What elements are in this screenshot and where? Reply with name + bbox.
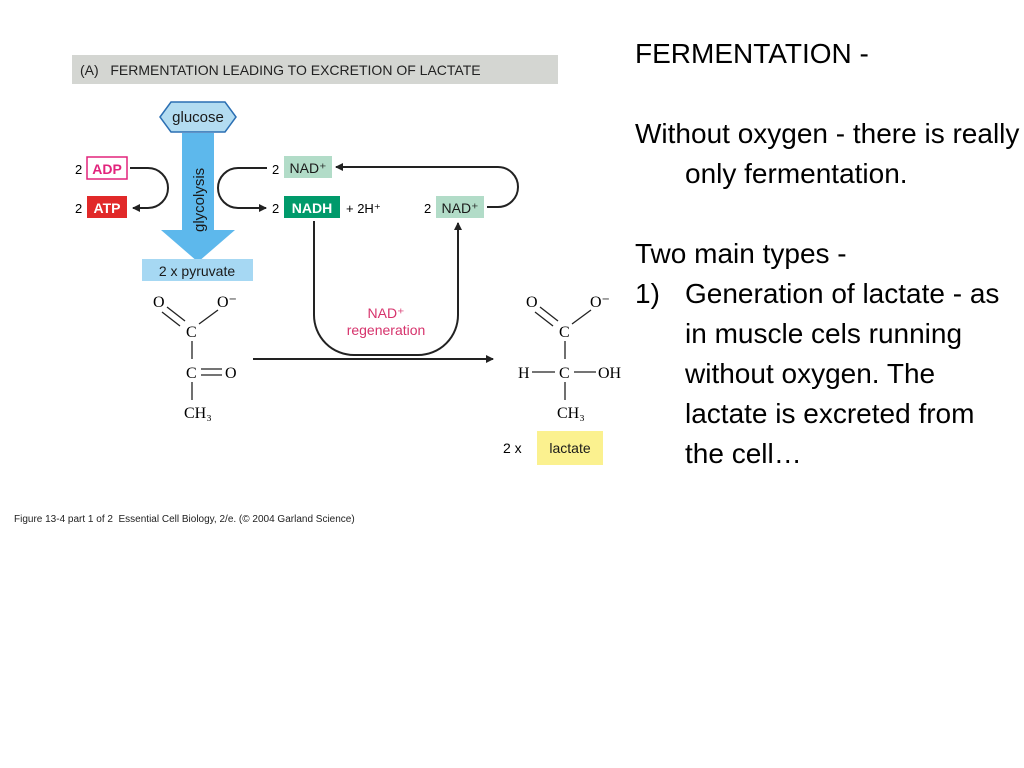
lactate-c2: C [559, 365, 570, 382]
nad-top-count: 2 [272, 162, 279, 177]
lactate-h: H [518, 365, 530, 382]
lactate-structure: O O⁻ C H C OH CH₃ [518, 294, 622, 422]
regeneration-line1: NAD⁺ [368, 305, 405, 321]
nad-return-arrow [335, 163, 519, 208]
lactate-label: lactate [549, 440, 590, 456]
pyruvate-box [142, 259, 253, 281]
slide-heading: FERMENTATION - [635, 38, 869, 69]
atp-box [87, 196, 127, 218]
figure-caption: Figure 13-4 part 1 of 2 Essential Cell B… [14, 514, 355, 525]
adp-label: ADP [92, 161, 122, 177]
pyruvate-c2: C [186, 365, 197, 382]
pyruvate-structure: O O⁻ C C O CH₃ [153, 294, 237, 422]
glucose-hexagon [159, 101, 237, 133]
nad-right-label: NAD⁺ [442, 200, 479, 216]
panel-title: (A) FERMENTATION LEADING TO EXCRETION OF… [80, 62, 481, 78]
nadh-extra: + 2H⁺ [346, 201, 381, 216]
lactate-o-minus: O⁻ [590, 294, 610, 311]
nadh-box [284, 196, 340, 218]
list-item-number: 1) [635, 278, 660, 309]
lactate-count: 2 x [503, 440, 522, 456]
list-item-text: Generation of lactate - as in muscle cel… [685, 278, 1000, 469]
nadh-label: NADH [292, 200, 332, 216]
atp-label: ATP [94, 200, 121, 216]
lactate-o-left: O [526, 294, 538, 311]
nad-top-label: NAD⁺ [290, 160, 327, 176]
types-intro: Two main types - [635, 238, 847, 269]
pyruvate-o-double: O [225, 365, 237, 382]
text-panel: FERMENTATION - Without oxygen - there is… [635, 34, 1020, 474]
fermentation-diagram: (A) FERMENTATION LEADING TO EXCRETION OF… [14, 55, 622, 525]
glycolysis-label: glycolysis [191, 168, 208, 232]
pyruvate-o-minus: O⁻ [217, 294, 237, 311]
pyruvate-c1: C [186, 324, 197, 341]
glucose-label: glucose [172, 109, 224, 126]
pyruvate-label: 2 x pyruvate [159, 263, 235, 279]
regeneration-arrow [313, 221, 462, 356]
nadh-loop-arrow [217, 167, 267, 212]
nad-top-box [284, 156, 332, 178]
adp-count: 2 [75, 162, 82, 177]
regeneration-line2: regeneration [347, 322, 426, 338]
lactate-oh: OH [598, 365, 622, 382]
lactate-box [537, 431, 603, 465]
nad-right-box [436, 196, 484, 218]
atp-count: 2 [75, 201, 82, 216]
pyruvate-ch3: CH₃ [184, 405, 212, 422]
atp-loop-arrow [130, 167, 169, 212]
adp-box [86, 156, 128, 180]
nad-right-count: 2 [424, 201, 431, 216]
panel-title-banner [72, 55, 558, 84]
glycolysis-arrow [161, 133, 235, 262]
nadh-count: 2 [272, 201, 279, 216]
paragraph-without-oxygen: Without oxygen - there is really only fe… [635, 118, 1020, 189]
pyruvate-o-left: O [153, 294, 165, 311]
lactate-ch3: CH₃ [557, 405, 585, 422]
list-item-lactate: 1) Generation of lactate - as in muscle … [635, 274, 1020, 474]
lactate-c1: C [559, 324, 570, 341]
